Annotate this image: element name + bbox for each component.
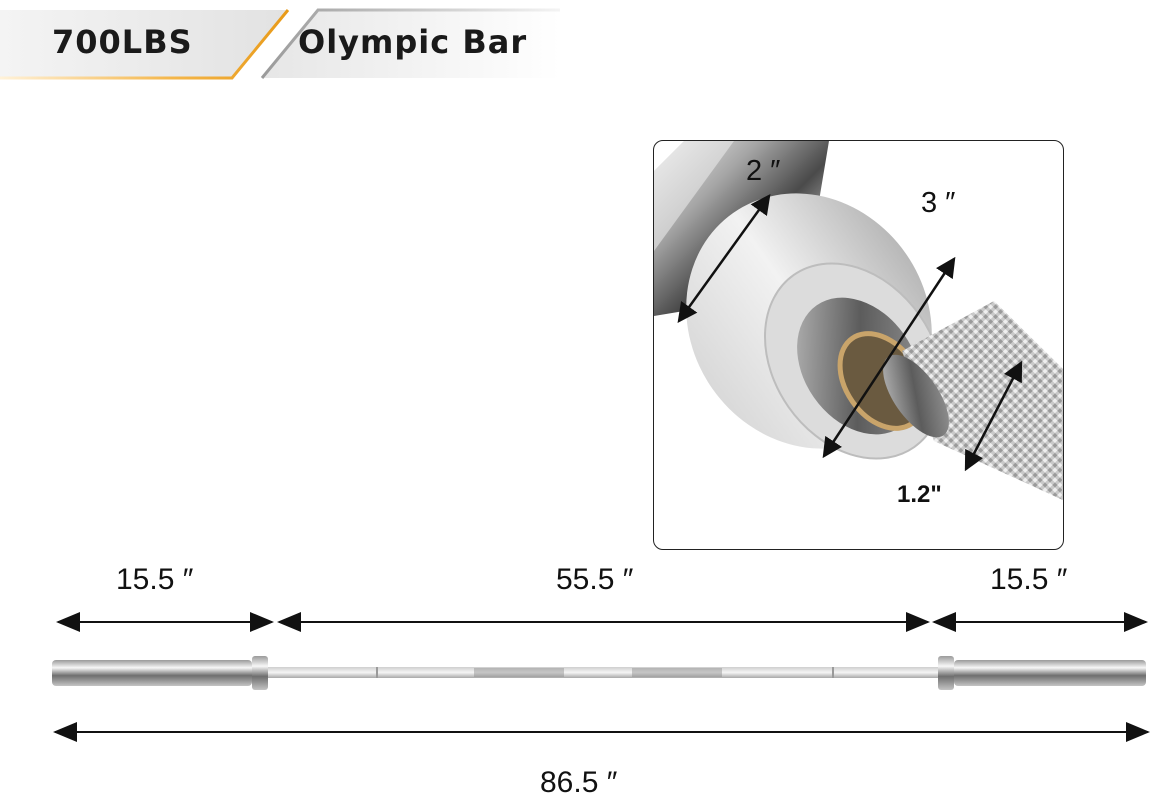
right-sleeve-length: 15.5 ″ xyxy=(990,563,1068,596)
shaft-diameter-label: 2 ″ xyxy=(746,155,781,187)
collar-diameter-label: 3 ″ xyxy=(921,187,956,219)
grip-diameter-line xyxy=(964,360,1023,472)
total-length: 86.5 ″ xyxy=(540,766,618,799)
shaft-diameter-line xyxy=(677,193,771,324)
sleeve-closeup-image xyxy=(654,141,1063,501)
grip-diameter-label: 1.2" xyxy=(897,481,942,508)
banner-graphic xyxy=(0,8,560,80)
left-sleeve-length: 15.5 ″ xyxy=(116,563,194,596)
title-banner: 700LBS Olympic Bar xyxy=(0,0,560,84)
capacity-label: 700LBS xyxy=(52,23,193,61)
product-title: Olympic Bar xyxy=(298,23,528,61)
barbell-image xyxy=(52,656,1146,690)
sleeve-closeup-inset: 2 ″ 3 ″ 1.2" xyxy=(653,140,1064,550)
grip-section-length: 55.5 ″ xyxy=(556,563,634,596)
collar-diameter-line xyxy=(822,256,956,459)
